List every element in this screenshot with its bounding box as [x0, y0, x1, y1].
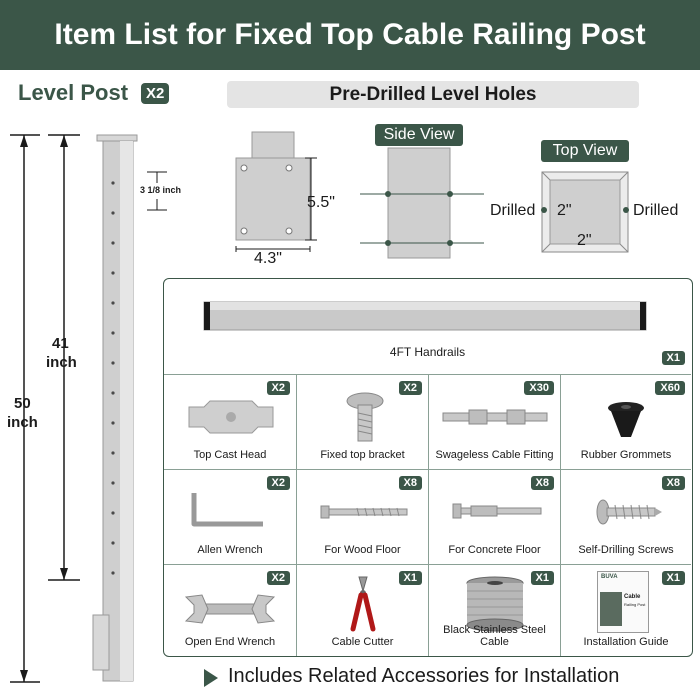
open-end-wrench-cell: X2 Open End Wrench	[164, 564, 296, 656]
cable-cutter-image	[350, 576, 376, 632]
handrail-image	[203, 301, 647, 331]
wood-floor-label: For Wood Floor	[324, 544, 401, 556]
wood-floor-cell: X8 For Wood Floor	[296, 469, 428, 564]
top-view-tag: Top View	[541, 140, 629, 162]
rubber-grommets-label: Rubber Grommets	[580, 449, 672, 461]
handrail-row: 4FT Handrails X1	[164, 345, 691, 365]
concrete-floor-cell: X8 For Concrete Floor	[428, 469, 560, 564]
install-guide-label: Installation Guide	[583, 636, 669, 648]
open-end-wrench-image	[184, 594, 276, 624]
cable-cutter-cell: X1 Cable Cutter	[296, 564, 428, 656]
fixed-top-bracket-image	[346, 392, 384, 442]
steel-cable-label: Black Stainless Steel Cable	[443, 624, 546, 648]
handrail-cell: 4FT Handrails X1	[164, 279, 691, 374]
rubber-grommets-cell: X60 Rubber Grommets	[560, 374, 691, 469]
top-view-width-label: 2"	[577, 232, 592, 249]
swageless-fitting-image	[442, 409, 548, 425]
handrail-label: 4FT Handrails	[389, 345, 466, 359]
top-cast-head-label: Top Cast Head	[193, 449, 267, 461]
level-post-qty-badge: X2	[141, 83, 170, 104]
allen-wrench-image	[191, 493, 263, 527]
open-end-wrench-qty-badge: X2	[266, 571, 290, 585]
side-view-diagram	[360, 147, 484, 259]
dim-50-value: 50	[14, 395, 31, 412]
plate-diagram	[235, 131, 317, 252]
dim-41-value: 41	[52, 335, 69, 352]
wood-floor-qty-badge: X8	[398, 476, 422, 490]
self-drilling-cell: X8 Self-Drilling Screws	[560, 469, 691, 564]
fixed-top-bracket-label: Fixed top bracket	[320, 449, 405, 461]
top-cast-head-qty-badge: X2	[266, 381, 290, 395]
fixed-top-bracket-qty-badge: X2	[398, 381, 422, 395]
self-drilling-qty-badge: X8	[661, 476, 685, 490]
plate-width-label: 4.3"	[254, 250, 282, 267]
self-drilling-label: Self-Drilling Screws	[578, 544, 674, 556]
footer-note: Includes Related Accessories for Install…	[228, 665, 620, 687]
pre-drilled-title: Pre-Drilled Level Holes	[227, 81, 639, 108]
install-guide-cover: BUVA Cable Railing Post	[597, 571, 649, 633]
dim-50-unit: inch	[7, 414, 38, 431]
concrete-floor-label: For Concrete Floor	[448, 544, 541, 556]
install-guide-cell: X1 BUVA Cable Railing Post Installation …	[560, 564, 691, 656]
swageless-fitting-label: Swageless Cable Fitting	[435, 449, 554, 461]
footer-arrow-icon	[204, 669, 218, 687]
steel-cable-image	[466, 576, 524, 632]
install-guide-cover-subtitle: Railing Post	[624, 602, 646, 607]
concrete-floor-anchor-image	[452, 503, 542, 519]
side-view-tag: Side View	[375, 124, 463, 146]
top-view-depth-label: 2"	[557, 202, 572, 219]
handrail-qty-badge: X1	[661, 351, 685, 365]
fixed-top-bracket-cell: X2 Fixed top bracket	[296, 374, 428, 469]
rubber-grommets-qty-badge: X60	[655, 381, 685, 395]
swageless-fitting-cell: X30 Swageless Cable Fitting	[428, 374, 560, 469]
allen-wrench-qty-badge: X2	[266, 476, 290, 490]
level-post-title: Level Post	[18, 80, 129, 105]
wood-floor-screw-image	[320, 505, 408, 519]
install-guide-cover-title: Cable	[624, 594, 641, 600]
page-title: Item List for Fixed Top Cable Railing Po…	[0, 0, 700, 70]
top-cast-head-cell: X2 Top Cast Head	[164, 374, 296, 469]
steel-cable-qty-badge: X1	[530, 571, 554, 585]
allen-wrench-label: Allen Wrench	[197, 544, 263, 556]
steel-cable-cell: X1 Black Stainless Steel Cable	[428, 564, 560, 656]
concrete-floor-qty-badge: X8	[530, 476, 554, 490]
drilled-right-label: Drilled	[633, 202, 679, 219]
install-guide-cover-brand: BUVA	[601, 574, 618, 580]
self-drilling-screw-image	[596, 499, 662, 525]
top-cast-head-image	[188, 400, 274, 434]
cable-cutter-qty-badge: X1	[398, 571, 422, 585]
open-end-wrench-label: Open End Wrench	[184, 636, 276, 648]
top-view-diagram	[541, 171, 629, 253]
swageless-fitting-qty-badge: X30	[524, 381, 554, 395]
cable-cutter-label: Cable Cutter	[331, 636, 394, 648]
rubber-grommets-image	[608, 402, 644, 437]
allen-wrench-cell: X2 Allen Wrench	[164, 469, 296, 564]
drilled-left-label: Drilled	[490, 202, 536, 219]
dim-3-1-8-label: 3 1/8 inch	[140, 185, 182, 195]
level-post-diagram	[10, 134, 167, 683]
dim-41-unit: inch	[46, 354, 77, 371]
items-grid: 4FT Handrails X1 X2 Top Cast Head X2 Fix…	[163, 278, 693, 657]
install-guide-cover-photo	[600, 592, 622, 626]
install-guide-qty-badge: X1	[661, 571, 685, 585]
plate-height-label: 5.5"	[307, 194, 335, 211]
